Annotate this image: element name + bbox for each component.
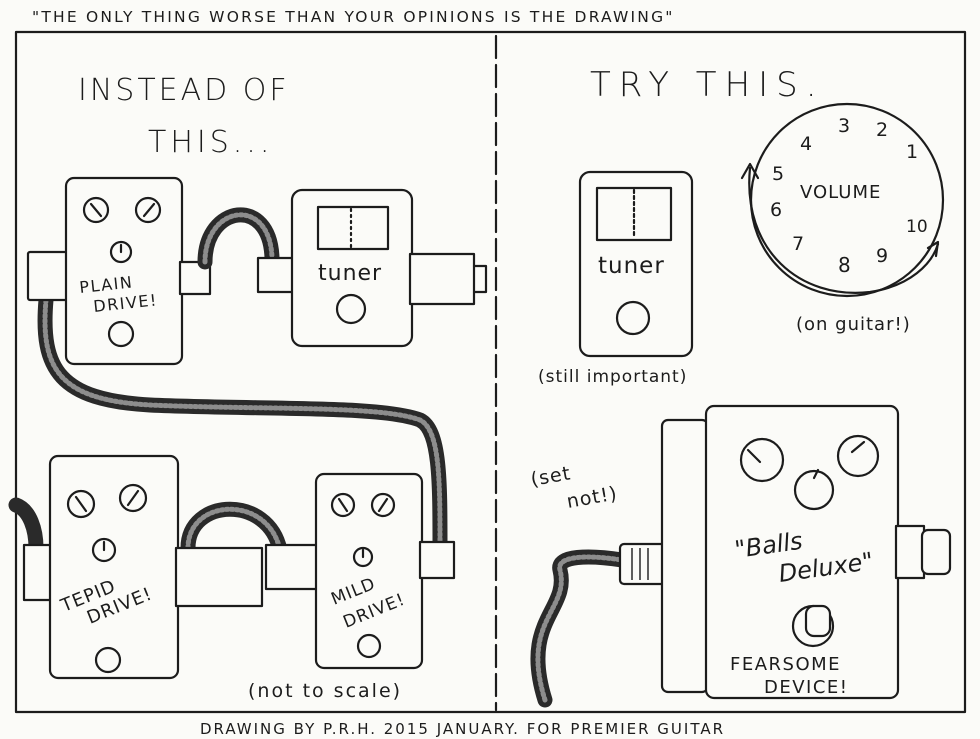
footswitch-icon (356, 633, 382, 659)
volume-number-3: 3 (838, 115, 850, 137)
right-tuner-pedal: tuner (578, 170, 694, 358)
input-cable (8, 497, 44, 556)
knob-icon (82, 196, 110, 224)
volume-number-1: 1 (906, 141, 918, 163)
volume-number-4: 4 (800, 133, 812, 155)
left-heading-line1: INSTEAD OF (78, 73, 290, 108)
knob-icon (352, 546, 374, 568)
volume-number-9: 9 (876, 245, 888, 267)
knob-icon (330, 492, 356, 518)
input-cable (530, 549, 630, 708)
footer-credit: DRAWING BY P.R.H. 2015 JANUARY. FOR PREM… (200, 720, 725, 738)
footswitch-icon (615, 300, 651, 336)
frame-border (14, 30, 967, 714)
knob-icon (118, 483, 148, 513)
knob-icon (836, 434, 880, 478)
left-tuner-pedal: tuner (256, 188, 488, 348)
tepid-drive-pedal: TEPID DRIVE! (22, 454, 180, 680)
footswitch-icon (107, 320, 135, 348)
left-heading-line2: THIS... (148, 125, 273, 160)
volume-number-5: 5 (772, 163, 784, 185)
right-heading: TRY THIS. (590, 65, 825, 105)
pedal-label-line1: FEARSOME (730, 654, 841, 675)
volume-number-10: 10 (906, 217, 928, 237)
arrow-icon (748, 166, 940, 294)
volume-number-6: 6 (770, 199, 782, 221)
volume-number-7: 7 (792, 233, 804, 255)
not-to-scale-note: (not to scale) (248, 680, 402, 702)
right-tuner-label: tuner (598, 253, 665, 279)
aside-line2: not!) (565, 482, 619, 513)
header-quote: "THE ONLY THING WORSE THAN YOUR OPINIONS… (32, 8, 675, 26)
knob-icon (370, 492, 396, 518)
volume-label: VOLUME (800, 182, 881, 203)
footswitch-icon (94, 646, 122, 674)
knob-icon (109, 240, 133, 264)
knob-icon (134, 196, 162, 224)
pedal-label-line2: DEVICE! (764, 677, 849, 698)
knob-icon (91, 537, 117, 563)
fearsome-device-pedal: "Balls Deluxe" FEARSOME DEVICE! (618, 404, 952, 700)
tuner-note: (still important) (538, 367, 687, 387)
knob-icon (739, 437, 785, 483)
left-tuner-label: tuner (318, 261, 382, 286)
volume-number-8: 8 (838, 253, 851, 277)
plain-drive-pedal: PLAIN DRIVE! (26, 176, 212, 366)
volume-number-2: 2 (876, 119, 888, 141)
footswitch-icon (335, 293, 367, 325)
on-guitar-note: (on guitar!) (796, 314, 911, 335)
knob-icon (793, 469, 835, 511)
aside-line1: (set (529, 462, 573, 491)
knob-icon (66, 489, 96, 519)
volume-knob: VOLUME 1 2 3 4 5 6 7 8 9 10 (740, 102, 945, 298)
mild-drive-pedal: MILD DRIVE! (314, 472, 456, 670)
